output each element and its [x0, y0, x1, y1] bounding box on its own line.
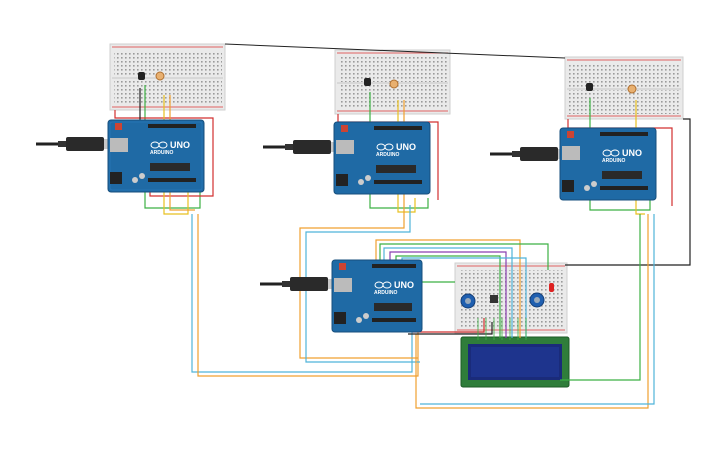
wire-green-c1[interactable] [379, 243, 549, 270]
potentiometer-1[interactable] [460, 293, 476, 309]
wire-orange-long-2[interactable] [299, 205, 418, 359]
arduino-uno-4[interactable]: UNO ARDUINO [260, 259, 423, 333]
wire-blue-long-3[interactable] [420, 214, 655, 405]
breadboard-1[interactable] [109, 43, 226, 111]
push-button[interactable] [490, 295, 498, 303]
wire-green-c2[interactable] [395, 255, 501, 338]
infinity-logo-icon [150, 141, 168, 149]
infinity-logo-icon [602, 149, 620, 157]
temperature-sensor-1[interactable] [138, 72, 145, 80]
wires [114, 85, 691, 409]
infinity-logo-icon [376, 143, 394, 151]
wire-purple-c1[interactable] [389, 251, 507, 338]
uno-model-label: UNO [396, 142, 416, 152]
photoresistor-2[interactable] [389, 79, 399, 89]
wire-blue-long-1[interactable] [191, 214, 413, 373]
arduino-uno-1[interactable]: UNO ARDUINO [36, 119, 205, 193]
temperature-sensor-2[interactable] [364, 78, 371, 86]
wire-blue-c1[interactable] [383, 247, 513, 338]
wire-black-c1[interactable] [408, 322, 493, 335]
arduino-brand-label: ARDUINO [376, 152, 399, 158]
wire-blue-long-2[interactable] [305, 205, 420, 363]
arduino-brand-label: ARDUINO [602, 158, 625, 164]
potentiometer-2[interactable] [529, 292, 545, 308]
wire-black-b3[interactable] [565, 118, 691, 266]
red-led[interactable] [549, 283, 554, 292]
photoresistor-3[interactable] [627, 84, 637, 94]
temperature-sensor-3[interactable] [586, 83, 593, 91]
arduino-uno-2[interactable]: UNO ARDUINO [263, 121, 431, 195]
uno-model-label: UNO [394, 280, 414, 290]
infinity-logo-icon [374, 281, 392, 289]
lcd-display[interactable] [460, 336, 570, 388]
wire-orange-long-1[interactable] [197, 214, 419, 377]
wire-lcd-pins[interactable] [477, 318, 527, 340]
arduino-brand-label: ARDUINO [150, 150, 173, 156]
wire-orange-c1[interactable] [375, 239, 521, 338]
wire-green-long-3[interactable] [560, 214, 641, 381]
wire-black-top[interactable] [224, 43, 566, 59]
uno-model-label: UNO [170, 140, 190, 150]
photoresistor-1[interactable] [155, 71, 165, 81]
wire-red-c1[interactable] [412, 318, 485, 333]
wire-orange-long-3[interactable] [415, 214, 649, 409]
wire-red-b1[interactable] [114, 110, 214, 197]
arduino-uno-3[interactable]: UNO ARDUINO [490, 127, 657, 201]
arduino-brand-label: ARDUINO [374, 290, 397, 296]
uno-model-label: UNO [622, 148, 642, 158]
breadboard-3[interactable] [564, 56, 684, 120]
